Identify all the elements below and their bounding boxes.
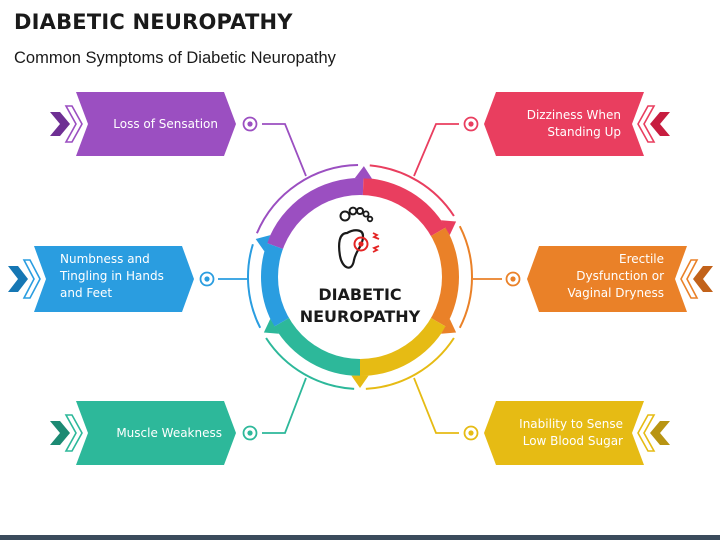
symptom-box-inability-low-blood-sugar <box>484 401 644 465</box>
chevron-outline-icon <box>64 105 83 143</box>
outer-arc-segment-blue <box>247 243 262 329</box>
outer-arc-segment-teal <box>265 337 355 390</box>
connector-dot <box>204 276 210 282</box>
symptom-label-erectile-dysfunction: Erectile Dysfunction or Vaginal Dryness <box>567 251 664 300</box>
chevron-icon <box>693 266 713 292</box>
chevron-icon <box>650 421 670 445</box>
center-circle <box>278 195 442 359</box>
chevron-icon <box>8 266 28 292</box>
chevron-icon <box>50 112 70 136</box>
connector-teal <box>262 377 307 434</box>
center-label: DIABETIC NEUROPATHY <box>299 285 421 326</box>
foot-icon <box>338 206 380 269</box>
symptom-box-dizziness <box>484 92 644 156</box>
outer-arc-segment-yellow <box>365 337 455 390</box>
chevron-icon <box>50 421 70 445</box>
connector-dot <box>510 276 516 282</box>
outer-arc-segment-purple <box>255 164 359 234</box>
symptom-label-numbness: Numbness and Tingling in Hands and Feet <box>60 251 164 300</box>
symptom-box-loss-of-sensation <box>76 92 236 156</box>
center-ring <box>255 166 459 388</box>
symptom-label-loss-of-sensation: Loss of Sensation <box>113 116 218 131</box>
ring-notch <box>351 375 369 388</box>
ring-notch <box>441 220 457 236</box>
outer-arc-segment-red <box>369 164 455 217</box>
connector-yellow <box>413 377 459 434</box>
ring-notch <box>263 318 279 334</box>
outer-arc-segment-orange <box>458 225 473 329</box>
connectors <box>199 116 521 441</box>
ring-notch <box>441 318 457 334</box>
symptom-label-inability-low-blood-sugar: Inability to Sense Low Blood Sugar <box>519 417 623 448</box>
connector-purple <box>262 123 307 177</box>
bottom-bar <box>0 535 720 540</box>
ring-notch <box>255 235 271 252</box>
page-title: DIABETIC NEUROPATHY <box>14 10 293 34</box>
symptom-label-muscle-weakness: Muscle Weakness <box>116 425 222 440</box>
chevron-icon <box>650 112 670 136</box>
chevron-outline-icon <box>637 414 656 452</box>
symptom-box-numbness <box>34 246 194 312</box>
ring-segment-purple <box>266 178 364 250</box>
chevron-outline-icon <box>637 105 656 143</box>
ring-segment-red <box>362 178 446 237</box>
connector-dot <box>468 121 474 127</box>
connector-dot <box>247 430 253 436</box>
page-subtitle: Common Symptoms of Diabetic Neuropathy <box>14 49 336 67</box>
connector-dot <box>247 121 253 127</box>
symptom-label-dizziness: Dizziness When Standing Up <box>526 108 621 139</box>
chevron-outline-icon <box>680 259 699 299</box>
symptom-box-erectile-dysfunction <box>527 246 687 312</box>
symptom-box-muscle-weakness <box>76 401 236 465</box>
chevron-outline-icon <box>22 259 41 299</box>
outer-arcs <box>247 164 473 390</box>
chevron-outline-icon <box>64 414 83 452</box>
connector-red <box>413 123 459 177</box>
connector-dot <box>468 430 474 436</box>
ring-notch <box>354 166 373 179</box>
symptom-boxes <box>8 92 713 465</box>
